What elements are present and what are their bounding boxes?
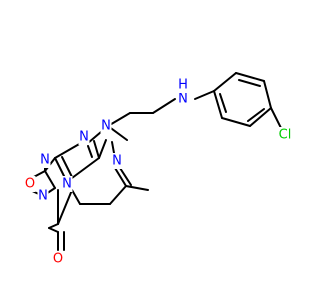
- atom-label-n-imidazole-top: N: [79, 130, 89, 145]
- atom-label-cl-substituent: Cl: [279, 128, 292, 143]
- bond: [57, 189, 73, 225]
- atom-label-o-carbonyl-6: O: [53, 252, 63, 267]
- bond: [152, 98, 176, 114]
- bond: [48, 223, 59, 229]
- bond: [194, 90, 215, 100]
- bond: [93, 140, 100, 159]
- atom-label-background: [111, 153, 123, 169]
- bond: [111, 141, 115, 154]
- atom-label-n-methyl-9: N: [40, 153, 50, 168]
- bond: [71, 189, 81, 205]
- bond-layer: [29, 72, 283, 251]
- bond: [87, 145, 93, 158]
- bond: [54, 142, 82, 159]
- atom-label-n-triazine-1: N: [101, 119, 111, 134]
- atom-label-background: [52, 251, 64, 267]
- atom-label-n-amine: N: [178, 92, 188, 107]
- atom-label-n-methyl-7: N: [38, 189, 48, 204]
- bond: [61, 156, 73, 178]
- bond: [235, 72, 265, 82]
- bond: [109, 185, 127, 205]
- bond: [213, 90, 223, 119]
- bond: [219, 93, 227, 113]
- bond: [263, 80, 272, 109]
- bond: [107, 112, 131, 127]
- bond: [71, 157, 100, 179]
- bond: [249, 107, 272, 127]
- atom-label-h-amine: H: [178, 78, 188, 93]
- bond: [247, 108, 265, 122]
- bond: [221, 117, 251, 127]
- atom-label-background: [100, 118, 112, 134]
- atom-label-background: [177, 77, 189, 93]
- atom-label-background: [177, 91, 189, 107]
- bond: [98, 139, 107, 159]
- bond: [48, 227, 59, 233]
- atom-label-n-bridge: N: [62, 177, 72, 192]
- atom-label-background: [61, 176, 73, 192]
- bond: [125, 185, 149, 191]
- atom-label-background: [39, 152, 51, 168]
- bond: [238, 79, 261, 87]
- atom-label-background: [37, 188, 49, 204]
- bond: [270, 107, 283, 131]
- atom-label-background: [276, 127, 294, 143]
- bond: [114, 167, 127, 187]
- bond: [213, 72, 237, 92]
- atom-label-n-triazine-2: N: [112, 154, 122, 169]
- bond: [119, 167, 132, 186]
- atom-label-background: [24, 176, 36, 192]
- atom-label-o-carbonyl-8: O: [25, 177, 35, 192]
- atom-label-background: [78, 129, 90, 145]
- bond: [44, 170, 56, 189]
